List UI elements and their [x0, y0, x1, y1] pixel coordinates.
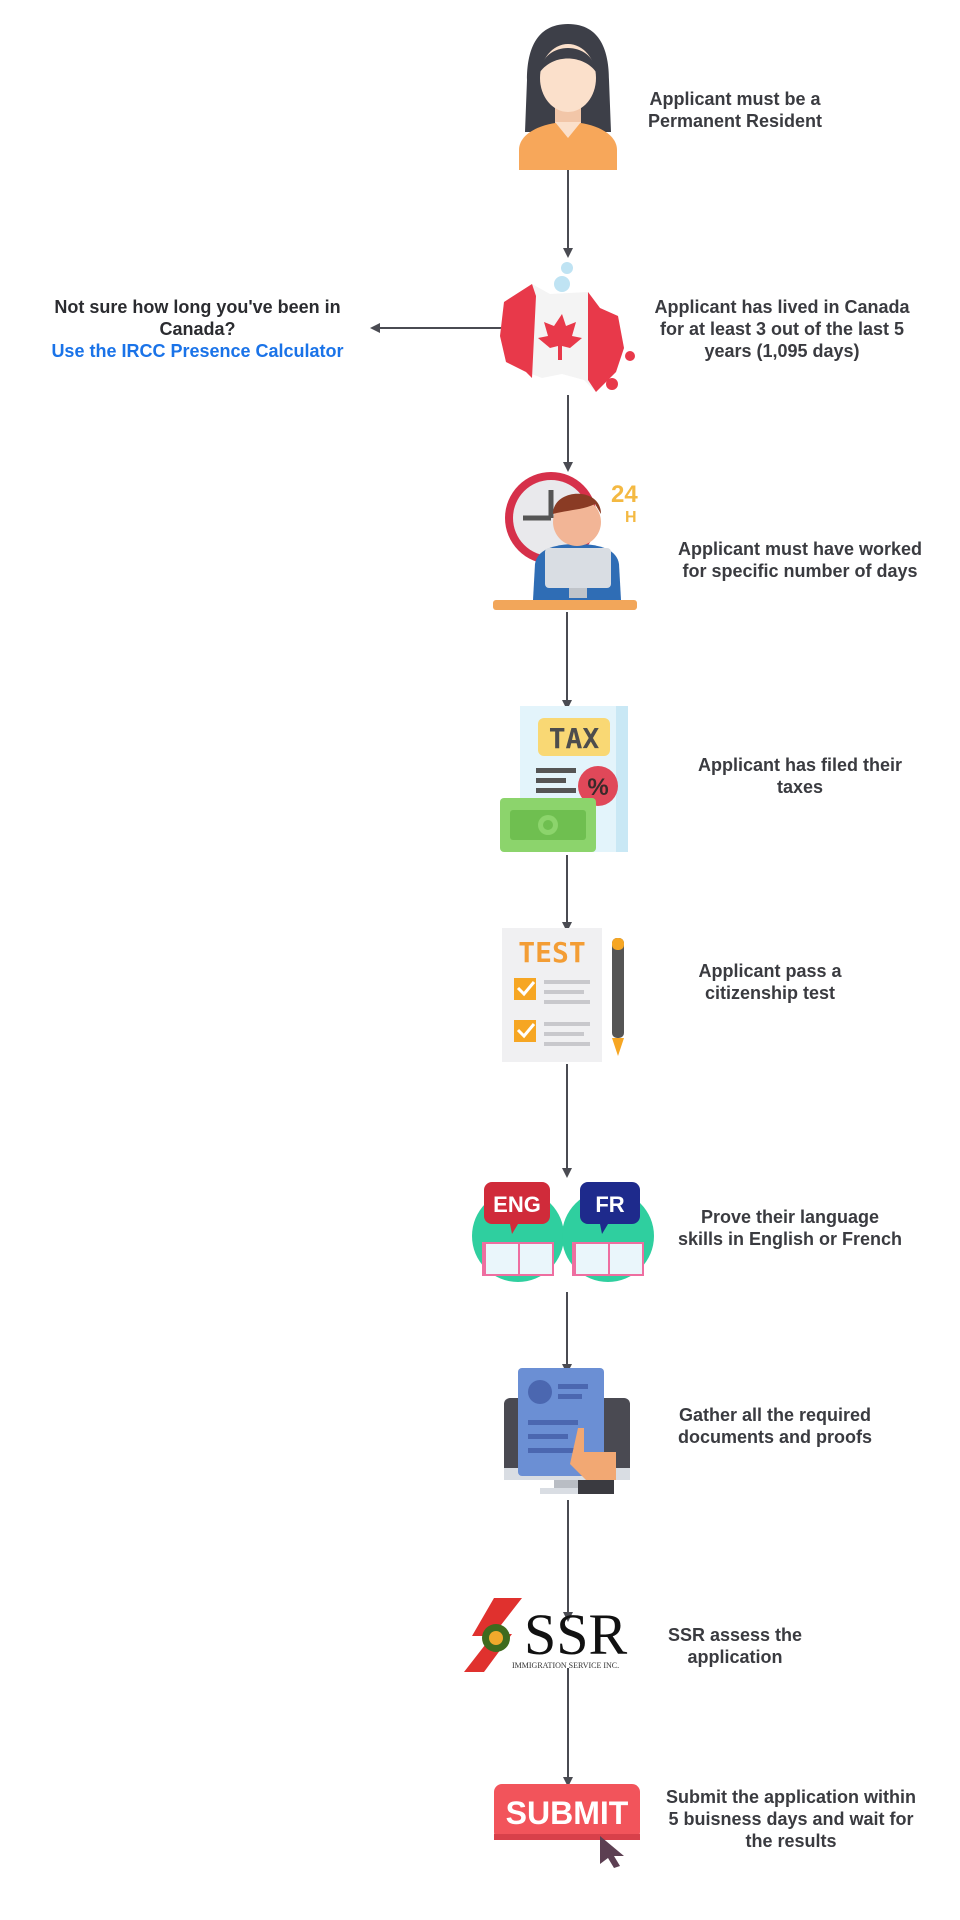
svg-text:FR: FR [595, 1192, 624, 1217]
side-note-question: Not sure how long you've been in Canada? [54, 297, 341, 339]
tax-document-icon: TAX % [500, 706, 628, 852]
svg-text:H: H [625, 509, 637, 526]
svg-text:IMMIGRATION SERVICE INC.: IMMIGRATION SERVICE INC. [512, 1661, 619, 1670]
svg-text:TAX: TAX [549, 722, 600, 755]
svg-text:SSR: SSR [524, 1602, 628, 1667]
ircc-presence-calculator-link[interactable]: Use the IRCC Presence Calculator [51, 341, 344, 361]
ssr-logo-icon: SSR IMMIGRATION SERVICE INC. [464, 1598, 628, 1672]
documents-monitor-icon [504, 1368, 630, 1494]
svg-text:SUBMIT: SUBMIT [506, 1795, 629, 1831]
language-books-icon: ENG FR [472, 1182, 654, 1282]
woman-avatar-icon [519, 24, 617, 170]
presence-side-note: Not sure how long you've been in Canada?… [30, 296, 365, 362]
submit-button-icon: SUBMIT [494, 1784, 640, 1868]
test-checklist-icon: TEST [502, 928, 624, 1062]
svg-text:%: % [587, 774, 608, 801]
svg-text:TEST: TEST [518, 936, 585, 969]
canada-map-icon [500, 262, 635, 392]
svg-text:ENG: ENG [493, 1192, 541, 1217]
worker-clock-icon: 24 H [493, 472, 638, 610]
svg-text:24: 24 [611, 481, 638, 508]
